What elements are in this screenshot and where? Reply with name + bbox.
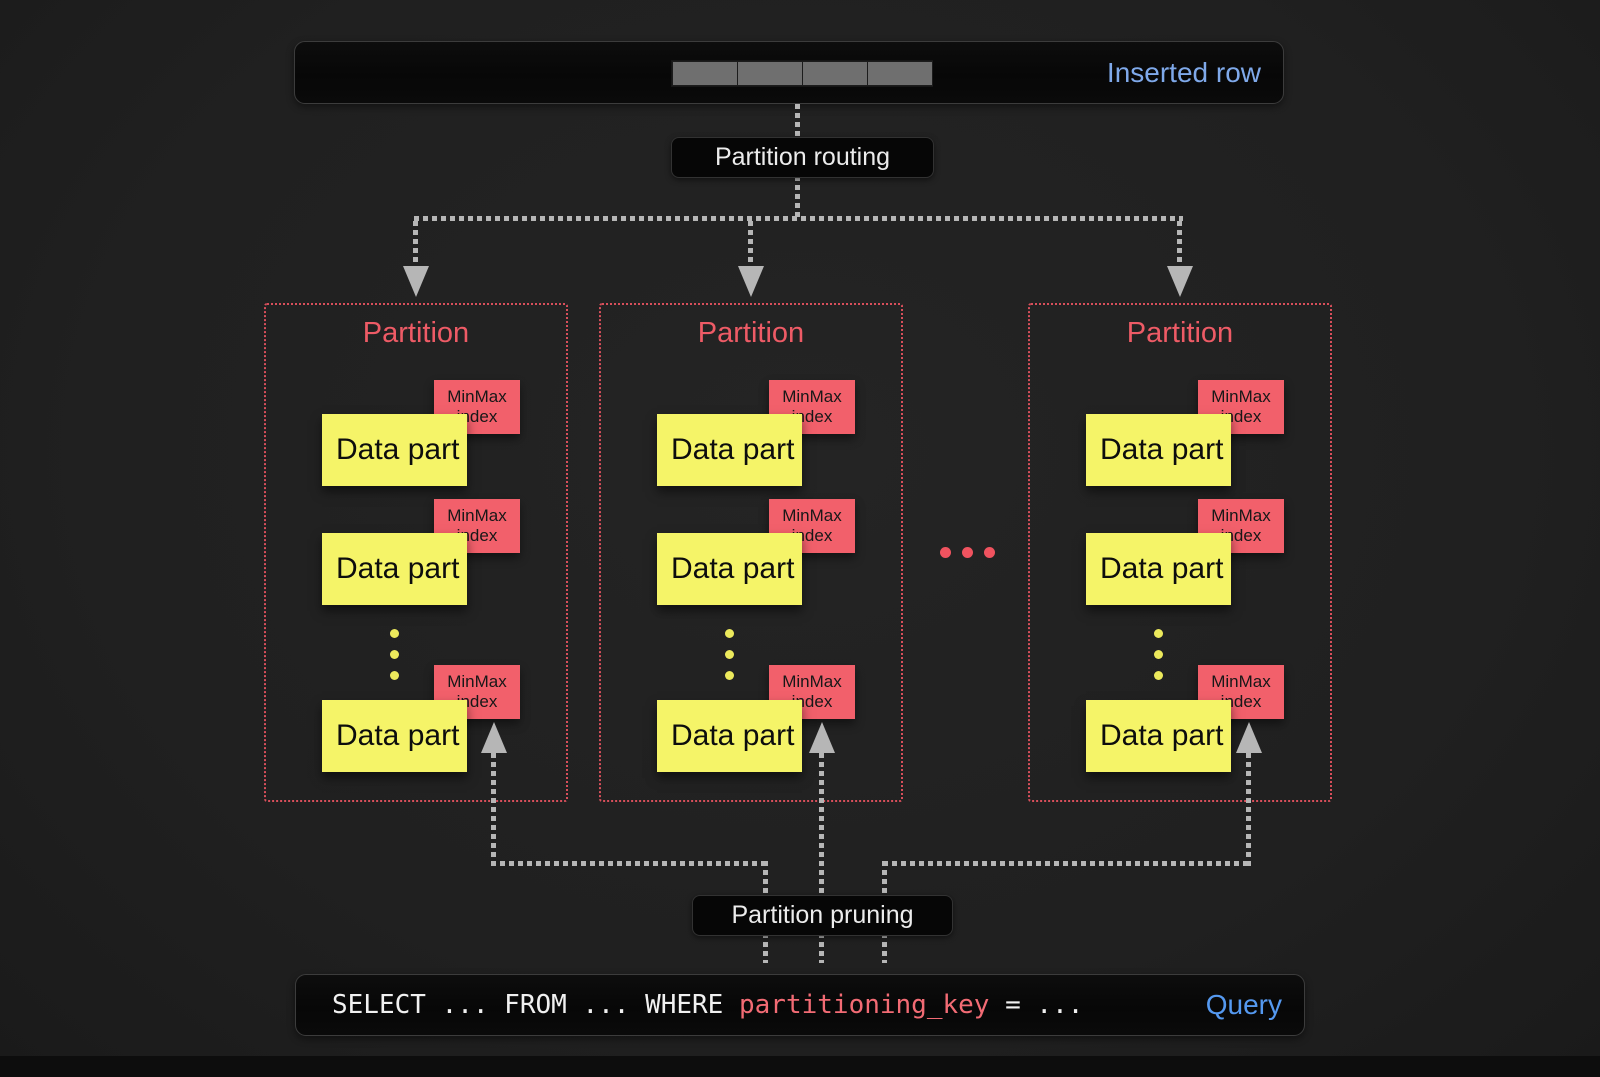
- partition-title: Partition: [362, 317, 470, 349]
- pruning-line-right: [883, 861, 1251, 866]
- pruning-arrow-middle-shaft: [819, 753, 824, 963]
- row-segment: [737, 61, 803, 86]
- branch-arrow-left-shaft: [413, 221, 418, 266]
- data-part-box: Data part: [1086, 414, 1231, 486]
- partition-title: Partition: [1126, 317, 1234, 349]
- partition-box-2: Partition MinMax index Data part MinMax …: [599, 303, 903, 802]
- data-part-ellipsis: [1154, 629, 1163, 692]
- branch-arrow-middle-shaft: [748, 221, 753, 266]
- data-part-box: Data part: [657, 533, 802, 605]
- query-code-before: SELECT ... FROM ... WHERE: [332, 990, 739, 1020]
- data-part-box: Data part: [322, 700, 467, 772]
- inserted-row-bar: Inserted row: [294, 41, 1284, 104]
- inserted-row-label: Inserted row: [1106, 56, 1261, 88]
- data-part-box: Data part: [322, 533, 467, 605]
- partition-title: Partition: [697, 317, 805, 349]
- pruning-arrow-right-shaft: [1246, 753, 1251, 866]
- partitions-ellipsis: [940, 547, 1006, 558]
- branch-line: [414, 216, 1183, 221]
- branch-arrow-middle-head: [738, 266, 764, 297]
- pruning-arrow-left-head: [481, 722, 507, 753]
- data-part-box: Data part: [1086, 700, 1231, 772]
- bottom-letterbox: [0, 1056, 1600, 1077]
- pruning-arrow-right-head: [1236, 722, 1262, 753]
- data-part-box: Data part: [322, 414, 467, 486]
- data-part-box: Data part: [657, 414, 802, 486]
- data-part-box: Data part: [1086, 533, 1231, 605]
- branch-arrow-right-shaft: [1177, 221, 1182, 266]
- partition-box-1: Partition MinMax index Data part MinMax …: [264, 303, 568, 802]
- pruning-line-left: [491, 861, 770, 866]
- row-segment: [672, 61, 738, 86]
- inserted-row-segments: [671, 60, 933, 87]
- data-part-box: Data part: [657, 700, 802, 772]
- query-code-partitioning-key: partitioning_key: [739, 990, 990, 1020]
- branch-arrow-right-head: [1167, 266, 1193, 297]
- query-bar: SELECT ... FROM ... WHERE partitioning_k…: [295, 974, 1305, 1036]
- partition-box-3: Partition MinMax index Data part MinMax …: [1028, 303, 1332, 802]
- data-part-ellipsis: [390, 629, 399, 692]
- row-segment: [867, 61, 933, 86]
- query-label: Query: [1205, 989, 1282, 1020]
- row-segment: [802, 61, 868, 86]
- partition-pruning-label: Partition pruning: [692, 895, 953, 936]
- data-part-ellipsis: [725, 629, 734, 692]
- pruning-arrow-left-shaft: [491, 753, 496, 866]
- branch-arrow-left-head: [403, 266, 429, 297]
- partition-routing-label: Partition routing: [671, 137, 934, 178]
- query-code: SELECT ... FROM ... WHERE partitioning_k…: [296, 990, 1083, 1020]
- query-code-after: = ...: [989, 990, 1084, 1020]
- pruning-arrow-middle-head: [809, 722, 835, 753]
